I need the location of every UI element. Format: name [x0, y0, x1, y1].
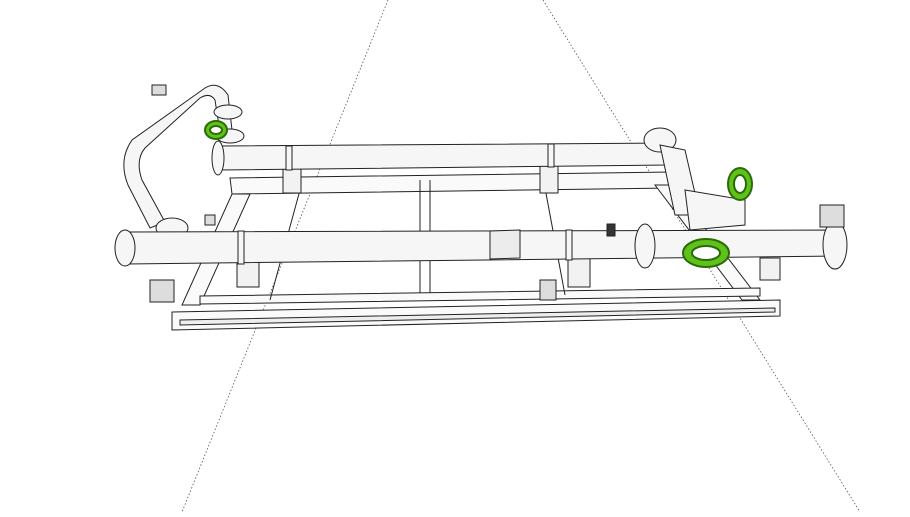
flange: [211, 140, 225, 176]
instrument-mid: [539, 279, 557, 301]
guide-line-left: [181, 0, 389, 513]
valve-body: [684, 189, 746, 231]
lower-header-pipe: [114, 189, 848, 270]
instrument-left: [149, 279, 175, 303]
flange: [114, 229, 136, 267]
handwheel-right-icon: [727, 167, 753, 201]
flange: [634, 223, 656, 269]
flange: [213, 104, 243, 120]
handwheel-upper-left-icon: [204, 120, 228, 140]
instruments: [149, 84, 845, 303]
flange: [643, 127, 677, 153]
instrument-right: [819, 204, 845, 228]
frame-crossbeam: [199, 287, 761, 305]
transmitter: [606, 223, 616, 237]
gauge-small: [204, 214, 216, 226]
flange: [822, 220, 848, 270]
handwheels: [204, 120, 753, 268]
pressure-gauge: [151, 84, 167, 96]
handwheel-lower-icon: [682, 238, 730, 268]
